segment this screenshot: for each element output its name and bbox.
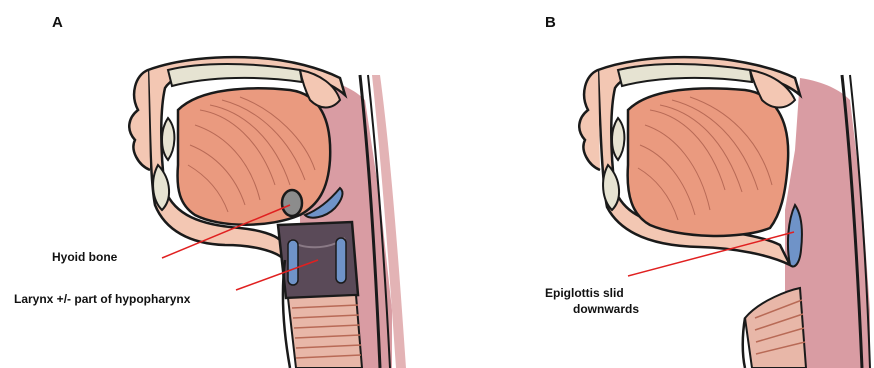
hard-palate (168, 64, 302, 86)
hard-palate (618, 64, 752, 86)
larynx-cartilage (288, 240, 298, 285)
panel-b-illustration (579, 57, 870, 368)
lip-outline (129, 70, 150, 170)
panel-a-illustration (129, 57, 406, 368)
upper-incisor (612, 118, 624, 160)
neck-outline (743, 318, 745, 368)
larynx-label: Larynx +/- part of hypopharynx (14, 292, 190, 306)
larynx-cartilage (336, 238, 346, 283)
epiglottis-label-line2: downwards (573, 302, 639, 316)
hyoid-bone (282, 190, 302, 216)
epiglottis-label-line1: Epiglottis slid (545, 286, 624, 300)
hyoid-bone-label: Hyoid bone (52, 250, 117, 264)
trachea (745, 288, 806, 368)
upper-incisor (162, 118, 174, 160)
lip-outline (579, 70, 600, 170)
tongue (178, 88, 331, 224)
